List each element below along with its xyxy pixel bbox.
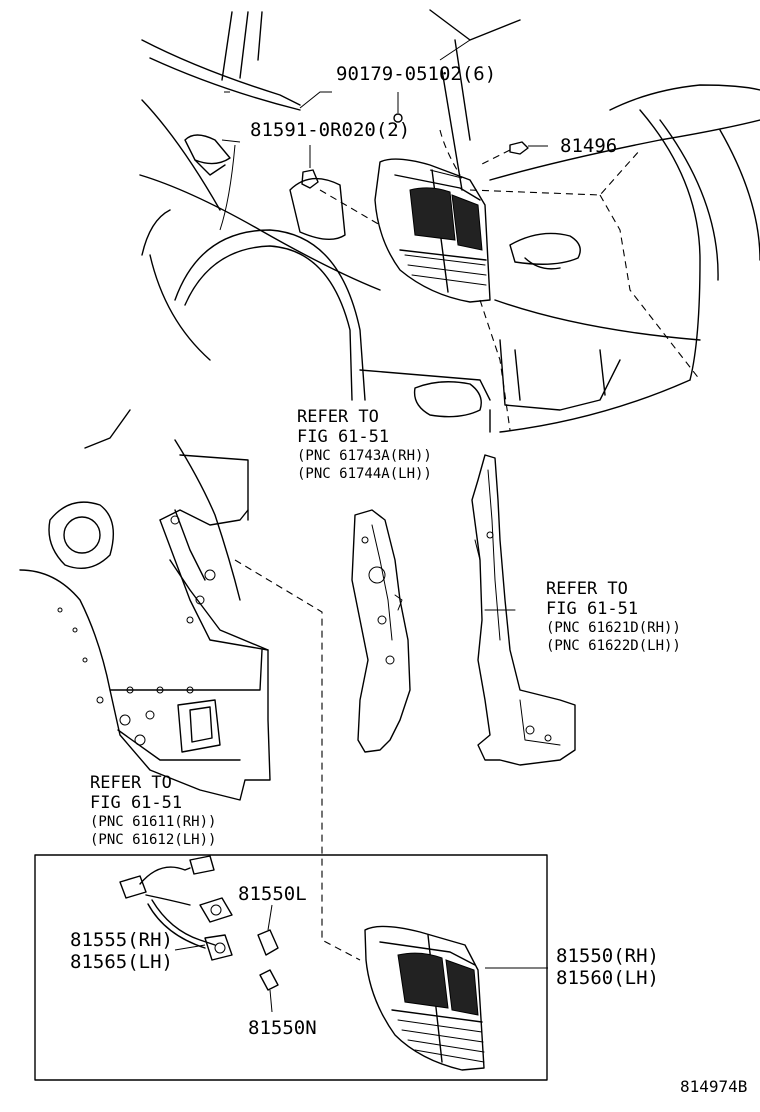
ref-right-pnc2: (PNC 61622D(LH)) [546, 638, 681, 654]
ref-center-line1: REFER TO [297, 407, 379, 427]
ref-center-line2: FIG 61-51 [297, 427, 389, 447]
ref-center-pnc2: (PNC 61744A(LH)) [297, 466, 432, 482]
vehicle-rear-body [139, 9, 760, 433]
bulb-81550l [257, 904, 279, 956]
label-clip: 81591-0R020(2) [250, 119, 410, 141]
label-socket-lh: 81565(LH) [70, 951, 173, 973]
label-plug: 81496 [560, 135, 617, 157]
clip-part [301, 145, 319, 189]
right-pillar [471, 454, 576, 766]
ref-right-line1: REFER TO [546, 579, 628, 599]
label-bolt: 90179-05102(6) [336, 63, 496, 85]
ref-right-line2: FIG 61-51 [546, 599, 638, 619]
bolt-part [393, 92, 403, 123]
ref-left-line1: REFER TO [90, 773, 172, 793]
ref-left-pnc1: (PNC 61611(RH)) [90, 814, 216, 830]
ref-right-pnc1: (PNC 61621D(RH)) [546, 620, 681, 636]
tail-lamp-installed [374, 158, 491, 303]
socket-wire-harness [119, 855, 233, 961]
label-lamp-rh: 81550(RH) [556, 945, 659, 967]
label-socket-rh: 81555(RH) [70, 929, 173, 951]
center-bracket [351, 509, 411, 753]
ref-center-pnc1: (PNC 61743A(RH)) [297, 448, 432, 464]
ref-left-pnc2: (PNC 61612(LH)) [90, 832, 216, 848]
plug-part [509, 141, 548, 155]
label-bulb-n: 81550N [248, 1017, 317, 1039]
diagram-code: 814974B [680, 1077, 747, 1096]
tail-lamp-assembly [364, 925, 485, 1071]
bulb-81550n [259, 969, 279, 1013]
label-lamp-lh: 81560(LH) [556, 967, 659, 989]
label-bulb-l: 81550L [238, 883, 307, 905]
ref-left-line2: FIG 61-51 [90, 793, 182, 813]
quarter-panel-inner [19, 409, 271, 801]
